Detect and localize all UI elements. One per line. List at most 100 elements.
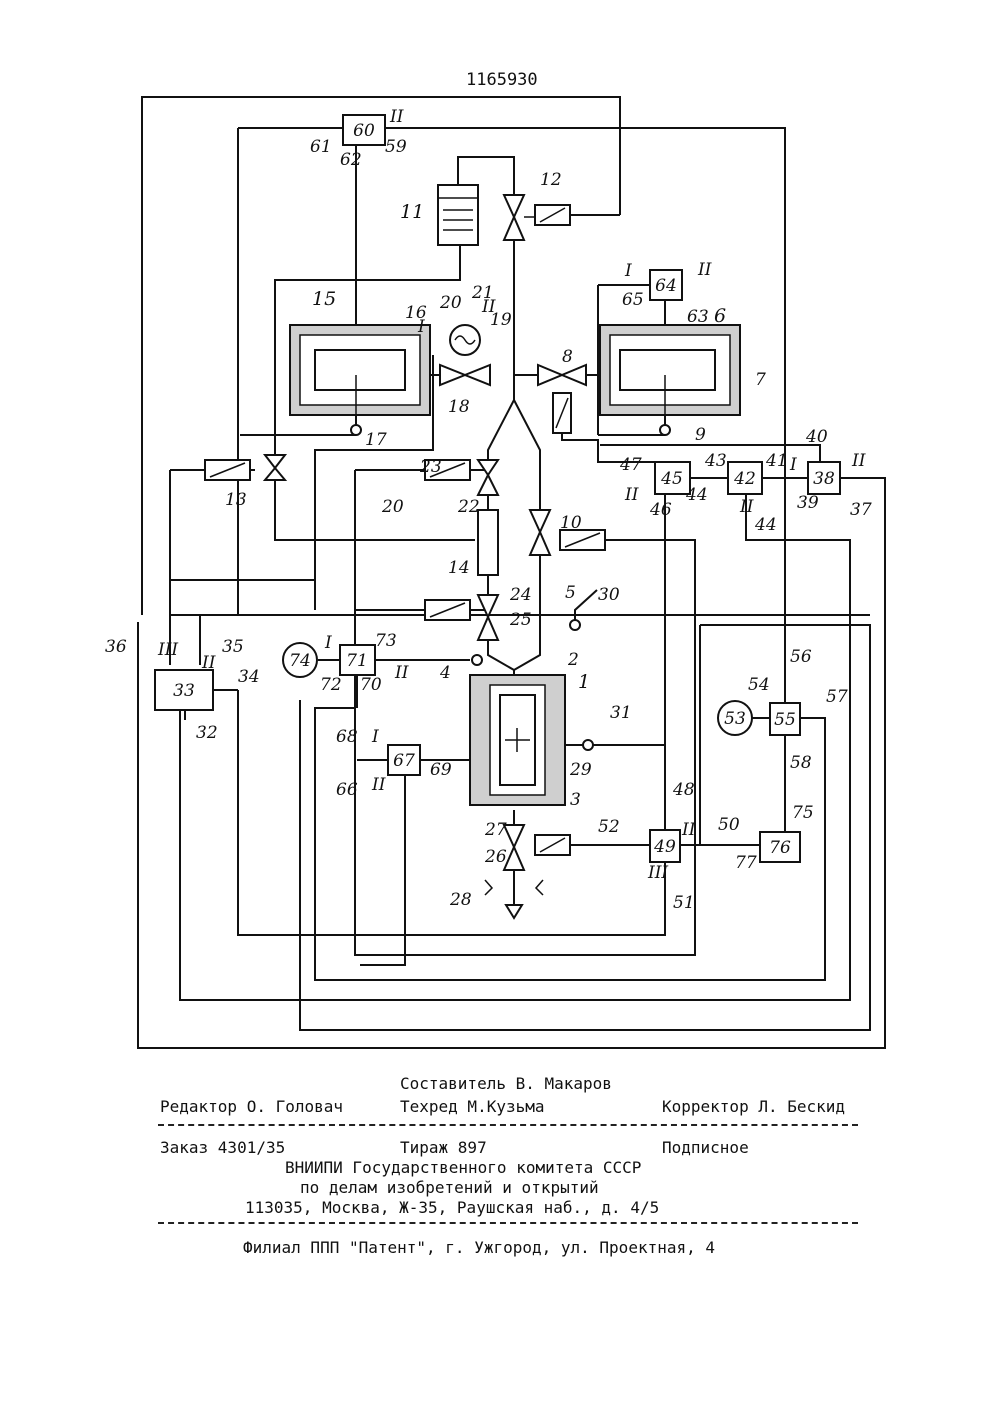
- footer-divider-1: [158, 1124, 858, 1126]
- ref-label-27: 27: [484, 820, 507, 840]
- ref-label-I: I: [417, 317, 425, 337]
- chamber-15: [290, 325, 430, 435]
- ref-label-12: 12: [540, 170, 562, 190]
- ref-label-52: 52: [598, 817, 620, 837]
- ref-label-72: 72: [320, 675, 342, 695]
- block-53-label: 53: [724, 709, 746, 729]
- block-33-label: 33: [173, 681, 195, 701]
- ref-label-44: 44: [754, 515, 777, 535]
- block-38-label: 38: [813, 469, 835, 489]
- ref-label-13: 13: [225, 490, 247, 510]
- ref-label-II: II: [394, 663, 409, 683]
- ref-label-32: 32: [196, 723, 218, 743]
- techred-line: Техред М.Кузьма: [400, 1097, 545, 1116]
- ref-label-54: 54: [748, 675, 770, 695]
- ref-label-II: II: [851, 451, 866, 471]
- ref-label-35: 35: [222, 637, 244, 657]
- ref-label-30: 30: [598, 585, 620, 605]
- ref-label-50: 50: [718, 815, 740, 835]
- ref-label-62: 62: [340, 150, 362, 170]
- block-71-label: 71: [346, 651, 368, 671]
- ref-label-61: 61: [310, 137, 332, 157]
- ref-label-37: 37: [850, 500, 872, 520]
- block-60-label: 60: [353, 121, 375, 141]
- circulation-line: Тираж 897: [400, 1138, 487, 1157]
- ref-label-46: 46: [649, 500, 672, 520]
- block-74-label: 74: [289, 651, 311, 671]
- ref-label-75: 75: [792, 803, 814, 823]
- tank-11: [438, 185, 478, 245]
- ref-label-57: 57: [826, 687, 848, 707]
- ref-label-10: 10: [560, 513, 582, 533]
- editor-line: Редактор О. Головач: [160, 1097, 343, 1116]
- ref-label-9: 9: [695, 425, 706, 445]
- ref-label-39: 39: [797, 493, 819, 513]
- ref-label-66: 66: [336, 780, 358, 800]
- ref-label-20: 20: [381, 497, 404, 517]
- ref-label-11: 11: [400, 201, 424, 223]
- block-67-label: 67: [393, 751, 415, 771]
- ref-label-65: 65: [622, 290, 644, 310]
- ref-label-III: III: [647, 863, 668, 883]
- ref-label-I: I: [624, 261, 632, 281]
- ref-label-31: 31: [610, 703, 632, 723]
- ref-label-47: 47: [619, 455, 642, 475]
- ref-label-II: II: [697, 260, 712, 280]
- block-42-label: 42: [733, 469, 756, 489]
- ref-label-I: I: [324, 633, 332, 653]
- ref-label-8: 8: [562, 347, 573, 367]
- block-76-label: 76: [769, 838, 791, 858]
- ref-label-59: 59: [385, 137, 407, 157]
- ref-label-44: 44: [685, 485, 708, 505]
- ref-label-73: 73: [375, 631, 397, 651]
- ref-label-15: 15: [312, 288, 336, 310]
- compiler-line: Составитель В. Макаров: [400, 1074, 612, 1093]
- ref-label-22: 22: [457, 497, 480, 517]
- ref-label-58: 58: [790, 753, 812, 773]
- block-55-label: 55: [774, 710, 796, 730]
- ref-label-1: 1: [578, 671, 590, 693]
- block-64-label: 64: [655, 276, 677, 296]
- ref-label-20: 20: [439, 293, 462, 313]
- ref-label-14: 14: [448, 558, 470, 578]
- order-line: Заказ 4301/35: [160, 1138, 285, 1157]
- ref-label-7: 7: [755, 370, 766, 390]
- schematic-diagram: 60 64 45 42 38 33 71 67 49 55 76 74 53: [0, 0, 1000, 1070]
- ref-label-48: 48: [672, 780, 695, 800]
- ref-label-3: 3: [570, 790, 581, 810]
- ref-label-I: I: [371, 727, 379, 747]
- ref-label-69: 69: [430, 760, 452, 780]
- ref-label-II: II: [201, 653, 216, 673]
- ref-label-I: I: [789, 455, 797, 475]
- ref-label-28: 28: [449, 890, 472, 910]
- ref-label-41: 41: [765, 451, 788, 471]
- ref-label-26: 26: [484, 847, 507, 867]
- footer-divider-2: [158, 1222, 858, 1224]
- subscription-line: Подписное: [662, 1138, 749, 1157]
- ref-label-25: 25: [509, 610, 532, 630]
- ref-label-51: 51: [673, 893, 695, 913]
- ref-label-17: 17: [365, 430, 387, 450]
- ref-label-23: 23: [419, 457, 442, 477]
- organization-line-1: ВНИИПИ Государственного комитета СССР: [285, 1158, 641, 1177]
- ref-label-70: 70: [360, 675, 382, 695]
- ref-label-34: 34: [238, 667, 260, 687]
- ref-label-III: III: [157, 640, 178, 660]
- address-line: 113035, Москва, Ж-35, Раушская наб., д. …: [245, 1198, 659, 1217]
- corrector-line: Корректор Л. Бескид: [662, 1097, 845, 1116]
- ref-label-56: 56: [790, 647, 812, 667]
- ref-label-6: 6: [714, 305, 726, 327]
- ref-label-36: 36: [105, 637, 127, 657]
- ref-label-29: 29: [569, 760, 592, 780]
- branch-line: Филиал ППП "Патент", г. Ужгород, ул. Про…: [243, 1238, 715, 1257]
- ref-label-63: 63: [687, 307, 709, 327]
- ref-label-24: 24: [509, 585, 532, 605]
- ref-label-II: II: [739, 497, 754, 517]
- ref-label-5: 5: [565, 583, 576, 603]
- ref-label-II: II: [371, 775, 386, 795]
- ref-label-II: II: [389, 107, 404, 127]
- ref-label-4: 4: [439, 663, 451, 683]
- ref-label-43: 43: [704, 451, 727, 471]
- ref-label-18: 18: [448, 397, 470, 417]
- block-49-label: 49: [653, 837, 676, 857]
